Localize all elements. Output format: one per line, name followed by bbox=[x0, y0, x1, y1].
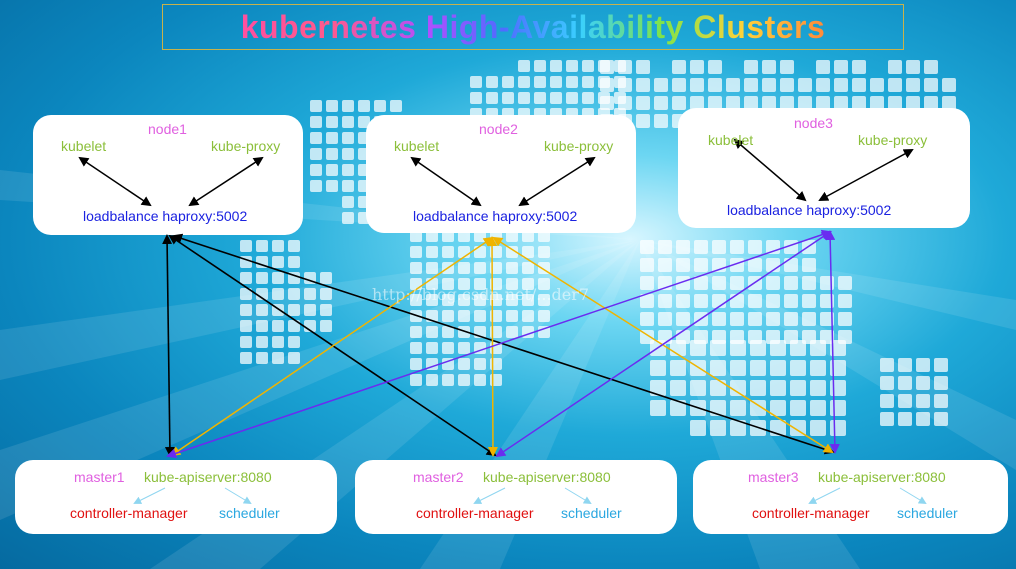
node2-kubelet-arrow bbox=[410, 156, 482, 207]
master1-cm-arrow bbox=[133, 487, 166, 504]
node3-proxy-arrow bbox=[818, 149, 914, 201]
node3-loadbalance: loadbalance haproxy:5002 bbox=[727, 202, 892, 218]
node1-to-master3-arrow bbox=[172, 233, 835, 455]
node3-kubelet: kubelet bbox=[708, 132, 754, 148]
node3-to-master3-arrow bbox=[825, 230, 840, 454]
node3-to-master1-arrow bbox=[166, 229, 832, 459]
master1-title: master1 bbox=[74, 469, 125, 485]
node2-kube-proxy: kube-proxy bbox=[544, 138, 614, 154]
master-card-2 bbox=[355, 460, 677, 534]
node3-kube-proxy: kube-proxy bbox=[858, 132, 928, 148]
master2-apiserver: kube-apiserver:8080 bbox=[483, 469, 611, 485]
node1-kubelet: kubelet bbox=[61, 138, 107, 154]
master-card-3 bbox=[693, 460, 1008, 534]
node3-to-master2-arrow bbox=[495, 230, 832, 458]
master1-controller-manager: controller-manager bbox=[70, 505, 188, 521]
watermark: http://blog.csdn.net/...der7 bbox=[372, 285, 590, 304]
node1-title: node1 bbox=[148, 121, 187, 137]
master1-sched-arrow bbox=[224, 487, 252, 505]
node2-proxy-arrow bbox=[518, 156, 596, 207]
master3-cm-arrow bbox=[808, 487, 841, 504]
page-title: kubernetes High-Availability Clusters bbox=[240, 8, 826, 45]
master-card-1 bbox=[15, 460, 337, 534]
node2-kubelet: kubelet bbox=[394, 138, 440, 154]
master3-controller-manager: controller-manager bbox=[752, 505, 870, 521]
node2-loadbalance: loadbalance haproxy:5002 bbox=[413, 208, 578, 224]
master3-title: master3 bbox=[748, 469, 799, 485]
master3-apiserver: kube-apiserver:8080 bbox=[818, 469, 946, 485]
node1-loadbalance: loadbalance haproxy:5002 bbox=[83, 208, 248, 224]
node1-to-master1-arrow bbox=[162, 234, 175, 457]
title-frame: kubernetes High-Availability Clusters bbox=[162, 4, 904, 50]
master2-controller-manager: controller-manager bbox=[416, 505, 534, 521]
master3-sched-arrow bbox=[899, 487, 927, 505]
master1-scheduler: scheduler bbox=[219, 505, 280, 521]
node1-kubelet-arrow bbox=[78, 156, 152, 207]
master2-cm-arrow bbox=[473, 487, 506, 504]
master2-title: master2 bbox=[413, 469, 464, 485]
node1-kube-proxy: kube-proxy bbox=[211, 138, 281, 154]
master1-apiserver: kube-apiserver:8080 bbox=[144, 469, 272, 485]
node3-kubelet-arrow bbox=[733, 138, 807, 202]
node3-title: node3 bbox=[794, 115, 833, 131]
node1-proxy-arrow bbox=[188, 156, 264, 207]
node2-title: node2 bbox=[479, 121, 518, 137]
master2-scheduler: scheduler bbox=[561, 505, 622, 521]
master3-scheduler: scheduler bbox=[897, 505, 958, 521]
master2-sched-arrow bbox=[564, 487, 592, 505]
